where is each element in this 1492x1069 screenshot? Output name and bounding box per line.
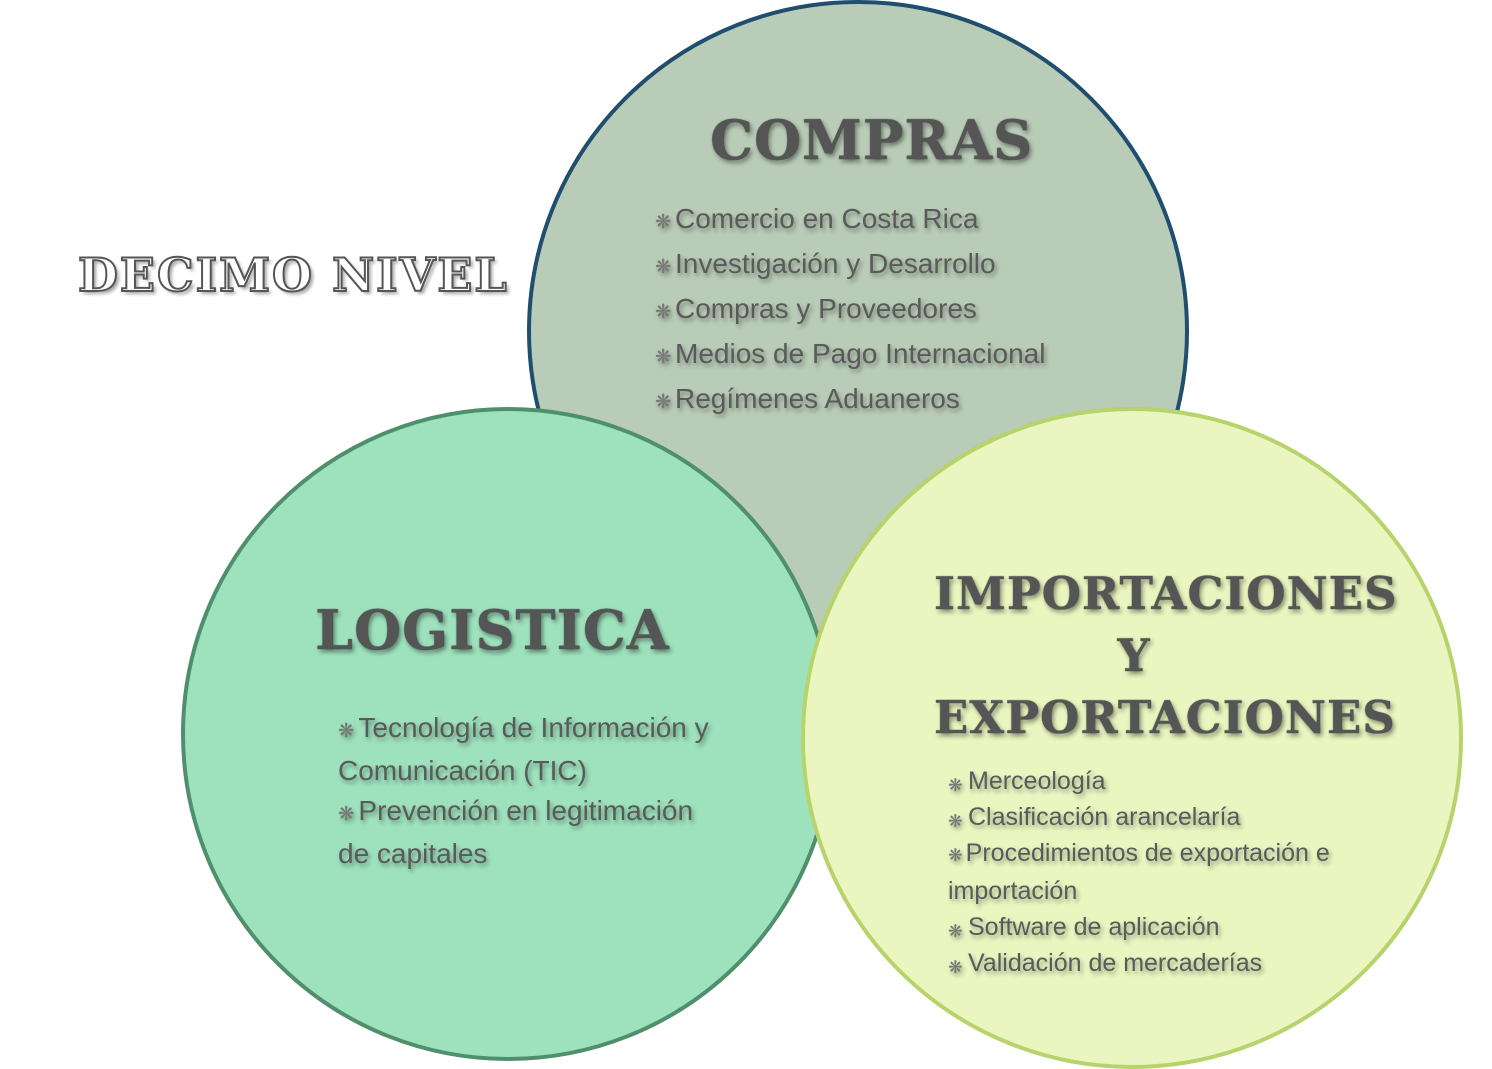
list-item: ❋Software de aplicación: [948, 909, 1348, 945]
list-item: ❋Compras y Proveedores: [655, 286, 1045, 331]
importaciones-list: ❋Merceología ❋Clasificación arancelaría …: [948, 763, 1348, 981]
gem-bullet-icon: ❋: [655, 210, 672, 233]
list-item-label: Compras y Proveedores: [675, 293, 977, 324]
list-item: ❋Clasificación arancelaría: [948, 799, 1348, 835]
list-item-label: Comercio en Costa Rica: [675, 203, 979, 234]
gem-bullet-icon: ❋: [948, 774, 963, 795]
gem-bullet-icon: ❋: [655, 255, 672, 278]
gem-bullet-icon: ❋: [655, 300, 672, 323]
gem-bullet-icon: ❋: [948, 845, 963, 865]
importaciones-circle: [801, 407, 1463, 1069]
list-item-label: Investigación y Desarrollo: [675, 248, 996, 279]
list-item-label: Medios de Pago Internacional: [675, 338, 1046, 369]
list-item: ❋Merceología: [948, 763, 1348, 799]
list-item-label: Tecnología de Información y Comunicación…: [338, 712, 709, 786]
compras-title: COMPRAS: [710, 108, 1034, 172]
list-item-label: Software de aplicación: [968, 913, 1220, 941]
gem-bullet-icon: ❋: [655, 390, 672, 413]
gem-bullet-icon: ❋: [948, 920, 963, 941]
list-item: ❋Tecnología de Información y Comunicació…: [338, 708, 728, 791]
gem-bullet-icon: ❋: [655, 345, 672, 368]
list-item-label: Procedimientos de exportación e importac…: [948, 839, 1330, 905]
importaciones-title: IMPORTACIONES Y EXPORTACIONES: [934, 567, 1398, 744]
list-item: ❋Regímenes Aduaneros: [655, 376, 1045, 421]
gem-bullet-icon: ❋: [948, 810, 963, 831]
list-item-label: Clasificación arancelaría: [968, 803, 1241, 831]
list-item: ❋Prevención en legitimación de capitales: [338, 791, 728, 874]
gem-bullet-icon: ❋: [338, 803, 355, 825]
list-item-label: Merceología: [968, 767, 1106, 795]
gem-bullet-icon: ❋: [948, 956, 963, 977]
gem-bullet-icon: ❋: [338, 720, 355, 742]
compras-list: ❋Comercio en Costa Rica ❋Investigación y…: [655, 196, 1045, 421]
logistica-title: LOGISTICA: [315, 598, 670, 662]
list-item-label: Prevención en legitimación de capitales: [338, 795, 694, 869]
list-item: ❋Medios de Pago Internacional: [655, 331, 1045, 376]
page-title: DECIMO NIVEL: [77, 247, 509, 303]
list-item-label: Validación de mercaderías: [968, 949, 1263, 977]
list-item-label: Regímenes Aduaneros: [675, 383, 960, 414]
logistica-list: ❋Tecnología de Información y Comunicació…: [338, 708, 728, 874]
list-item: ❋Procedimientos de exportación e importa…: [948, 835, 1348, 909]
logistica-circle: [181, 407, 835, 1061]
list-item: ❋Comercio en Costa Rica: [655, 196, 1045, 241]
list-item: ❋Investigación y Desarrollo: [655, 241, 1045, 286]
list-item: ❋Validación de mercaderías: [948, 945, 1348, 981]
